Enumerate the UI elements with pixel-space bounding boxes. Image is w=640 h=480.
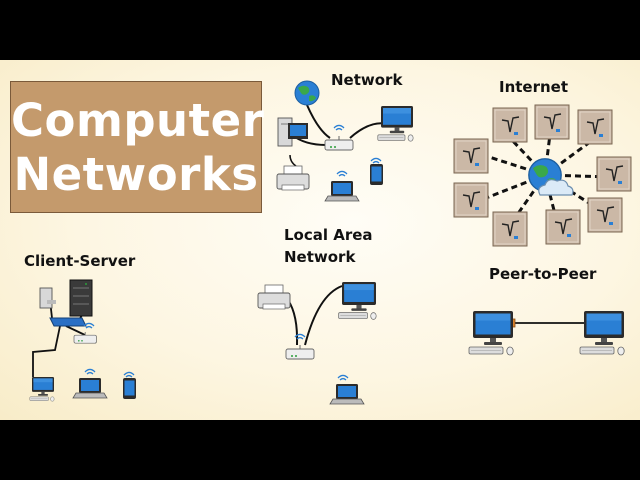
title-line-2: Networks <box>13 148 259 201</box>
globe-icon <box>294 80 320 106</box>
client-server-router-icon <box>73 331 97 344</box>
label-lan-line-2: Network <box>284 248 356 266</box>
client-server-laptop-wifi-icon <box>84 368 96 375</box>
letterbox-bottom <box>0 420 640 480</box>
p2p-right-monitor-icon <box>579 310 625 356</box>
p2p-left-monitor-icon <box>468 310 514 356</box>
client-server-phone-wifi-icon <box>123 371 135 378</box>
internet-node-icon <box>545 209 581 245</box>
desktop-tower-icon <box>277 117 308 147</box>
internet-node-icon <box>534 104 570 140</box>
network-phone-wifi-icon <box>370 157 382 164</box>
client-server-monitor-icon <box>29 376 55 402</box>
label-network: Network <box>331 71 403 89</box>
lan-laptop-wifi-icon <box>337 374 349 381</box>
internet-node-icon <box>577 109 613 145</box>
internet-node-icon <box>492 211 528 247</box>
lan-laptop-icon <box>329 383 365 405</box>
diagram-canvas: Computer Networks <box>0 60 640 420</box>
title-box: Computer Networks <box>10 81 265 213</box>
network-monitor-icon <box>377 105 414 142</box>
internet-node-icon <box>453 182 489 218</box>
client-server-laptop-icon <box>72 377 108 399</box>
network-laptop-wifi-icon <box>336 170 348 177</box>
network-printer-icon <box>276 165 310 191</box>
label-internet: Internet <box>499 78 569 96</box>
label-client-server: Client-Server <box>24 252 136 270</box>
lan-printer-icon <box>257 284 291 310</box>
lan-monitor-icon <box>338 281 377 320</box>
client-server-phone-icon <box>123 378 136 399</box>
p2p-link <box>506 318 584 328</box>
network-router-wifi-icon <box>333 124 345 131</box>
label-peer-to-peer: Peer-to-Peer <box>489 265 597 283</box>
letterbox-top <box>0 0 640 60</box>
internet-node-icon <box>453 138 489 174</box>
internet-node-icon <box>596 156 632 192</box>
client-server-workstation-icon <box>39 287 56 309</box>
diagram-graphics <box>29 80 632 405</box>
lan-router-icon <box>285 344 315 360</box>
network-switch-icon <box>49 317 87 327</box>
internet-node-icon <box>492 107 528 143</box>
title-line-1: Computer <box>11 94 265 147</box>
network-laptop-icon <box>324 180 360 202</box>
label-lan-line-1: Local Area <box>284 226 373 244</box>
cloud-icon <box>538 179 574 196</box>
server-rack-icon <box>69 279 93 317</box>
internet-node-icon <box>587 197 623 233</box>
network-phone-icon <box>370 164 383 185</box>
